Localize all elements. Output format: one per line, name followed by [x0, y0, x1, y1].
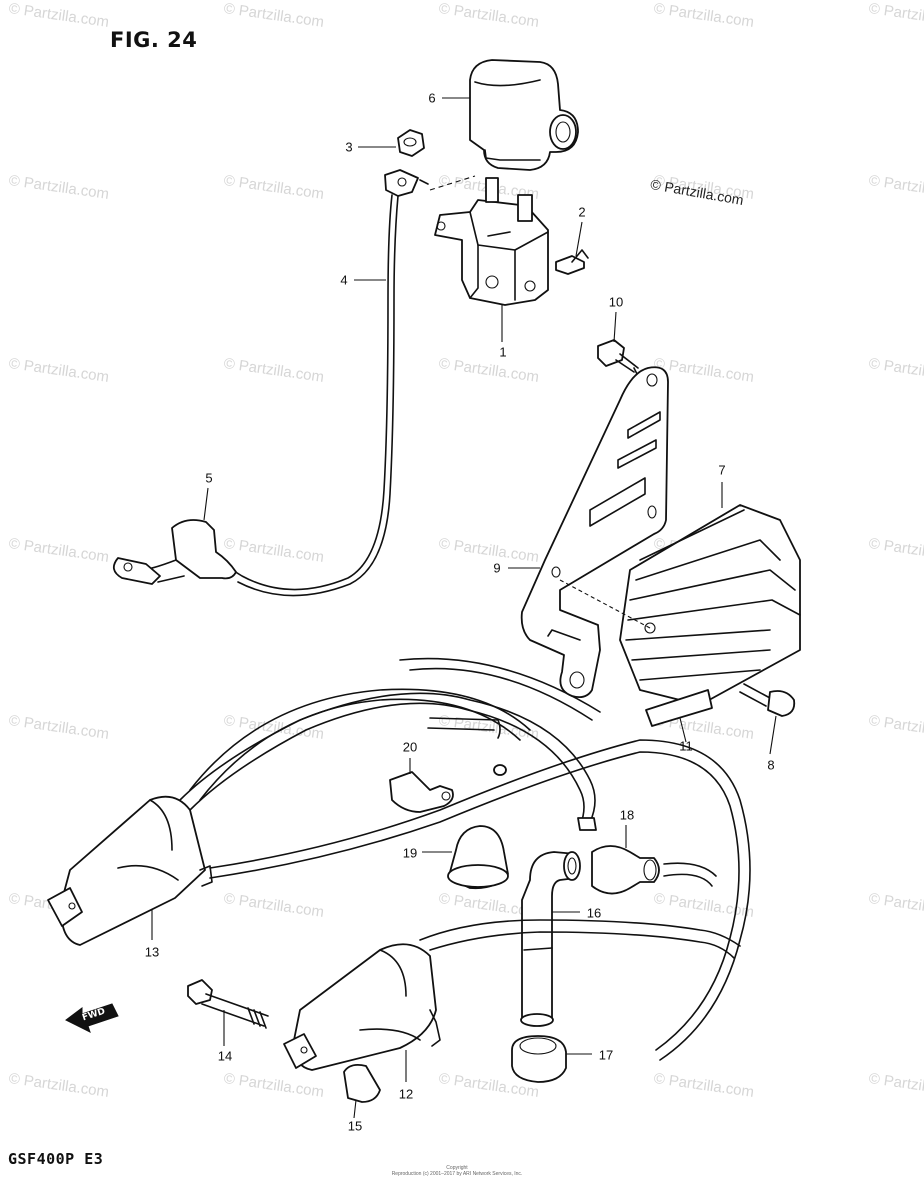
callout-13[interactable]: 13 [144, 944, 160, 960]
leader-lines [151, 97, 777, 1119]
part-4-cable [225, 169, 476, 597]
part-3-nut [397, 129, 425, 157]
callout-5[interactable]: 5 [205, 470, 213, 486]
callout-11[interactable]: 11 [679, 738, 693, 754]
part-18-cap [591, 845, 717, 895]
part-16-tube [520, 851, 581, 1027]
callout-7[interactable]: 7 [718, 462, 726, 478]
part-19-cap [447, 825, 509, 890]
callout-2[interactable]: 2 [578, 204, 586, 220]
callout-15[interactable]: 15 [347, 1118, 363, 1134]
part-8-bolt [739, 683, 796, 717]
part-6-relay-cap [469, 59, 579, 171]
part-17-grommet [511, 1035, 567, 1083]
part-20-clamp [389, 771, 454, 813]
callout-16[interactable]: 16 [586, 905, 602, 921]
callout-10[interactable]: 10 [608, 294, 624, 310]
part-11-tape [645, 689, 713, 727]
callout-14[interactable]: 14 [217, 1048, 233, 1064]
callout-20[interactable]: 20 [402, 739, 418, 755]
callout-19[interactable]: 19 [402, 845, 418, 861]
fwd-arrow-icon [65, 1003, 119, 1033]
part-12-ignition-coil [283, 919, 741, 1071]
callout-3[interactable]: 3 [345, 139, 353, 155]
part-15-collar [343, 1063, 381, 1103]
callout-12[interactable]: 12 [398, 1086, 414, 1102]
part-13-ignition-coil [47, 657, 751, 1061]
part-2-bolt [555, 249, 589, 275]
figure-title: FIG. 24 [110, 28, 198, 52]
callout-6[interactable]: 6 [428, 90, 436, 106]
part-10-bolt [597, 339, 639, 377]
part-5-terminal-cover [112, 519, 237, 585]
callout-1[interactable]: 1 [499, 344, 507, 360]
part-7-regulator [559, 504, 801, 706]
part-14-bolt [187, 979, 269, 1029]
model-code: GSF400P E3 [8, 1150, 104, 1168]
callout-18[interactable]: 18 [619, 807, 635, 823]
callout-4[interactable]: 4 [340, 272, 348, 288]
callout-8[interactable]: 8 [767, 757, 775, 773]
callout-9[interactable]: 9 [493, 560, 501, 576]
part-1-starter-relay [434, 177, 549, 306]
callout-17[interactable]: 17 [598, 1047, 614, 1063]
